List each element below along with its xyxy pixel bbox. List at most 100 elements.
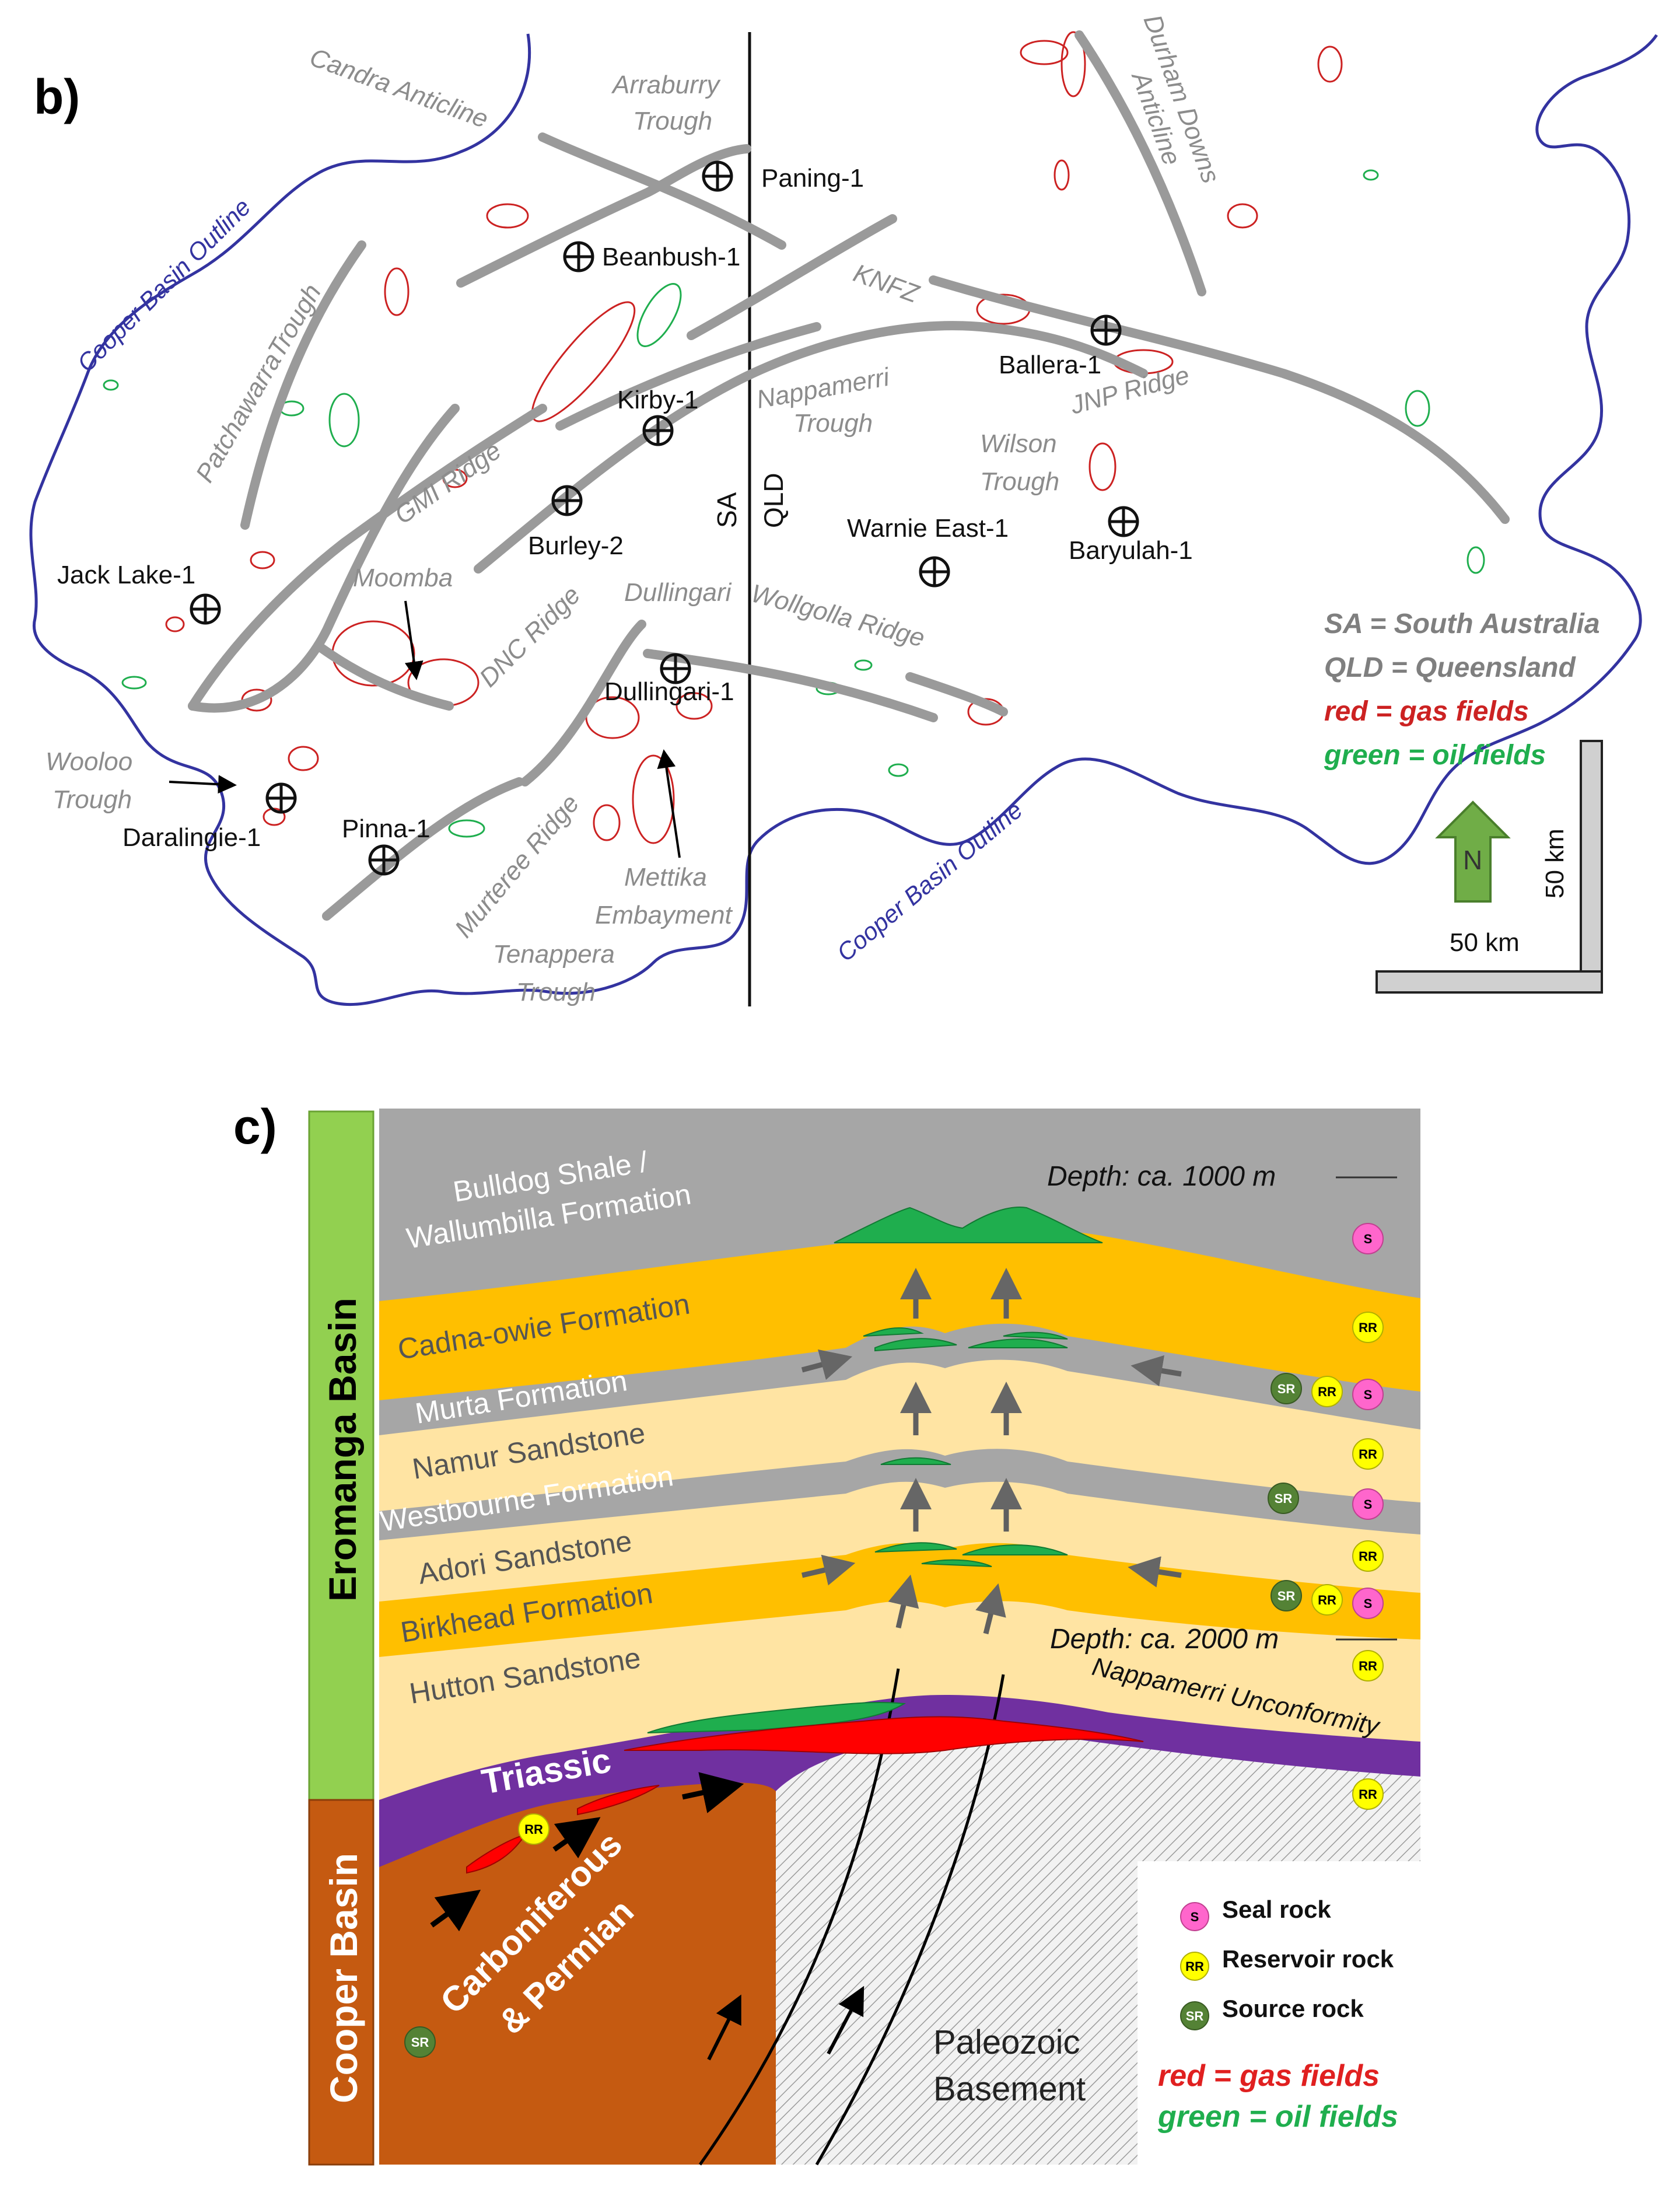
reservoir-badge: RR bbox=[518, 1813, 550, 1845]
structure-murteree: Murteree Ridge bbox=[449, 789, 584, 943]
cooper-migration-arrows bbox=[430, 1772, 744, 1932]
svg-text:RR: RR bbox=[1318, 1593, 1336, 1607]
well-label-beanbush: Beanbush-1 bbox=[602, 243, 740, 271]
svg-text:S: S bbox=[1364, 1232, 1373, 1246]
reservoir-badge: RR bbox=[1352, 1778, 1384, 1810]
source-badge: SR bbox=[1270, 1580, 1302, 1611]
structure-lines bbox=[188, 30, 1510, 921]
well-symbol bbox=[919, 556, 950, 588]
structure-wilson-1: Wilson bbox=[980, 429, 1057, 458]
depth-1000-label: Depth: ca. 1000 m bbox=[1047, 1161, 1276, 1192]
structure-wilson-2: Trough bbox=[980, 467, 1059, 496]
legend-source-badge: SR bbox=[1186, 2009, 1204, 2023]
well-symbol bbox=[660, 653, 691, 684]
legend-reservoir-icon bbox=[1180, 1952, 1209, 1981]
structure-nappamerri-1: Nappamerri bbox=[754, 362, 892, 414]
scale-vertical-label: 50 km bbox=[1541, 828, 1569, 899]
well-label-kirby: Kirby-1 bbox=[617, 386, 698, 414]
structure-gmi: GMI Ridge bbox=[390, 436, 506, 530]
svg-text:RR: RR bbox=[1359, 1549, 1377, 1564]
reservoir-badge: RR bbox=[1352, 1438, 1384, 1470]
scale-bar: 50 km 50 km bbox=[1376, 740, 1603, 994]
structure-arraburry-2: Trough bbox=[633, 107, 712, 135]
well-symbol bbox=[642, 415, 674, 446]
well-label-baryulah: Baryulah-1 bbox=[1069, 536, 1193, 565]
cooper-basin-bar bbox=[308, 1799, 374, 2166]
structure-wollgolla: Wollgolla Ridge bbox=[748, 579, 928, 652]
legend-qld: QLD = Queensland bbox=[1324, 652, 1576, 683]
formation-paleozoic-2: Basement bbox=[933, 2070, 1086, 2108]
structure-knfz: KNFZ bbox=[850, 258, 924, 309]
depth-2000-label: Depth: ca. 2000 m bbox=[1050, 1624, 1279, 1655]
structure-wooloo-1: Wooloo bbox=[46, 747, 132, 776]
reservoir-badge: RR bbox=[1352, 1540, 1384, 1572]
legend-oil: green = oil fields bbox=[1324, 740, 1546, 771]
structure-mettika-1: Mettika bbox=[624, 863, 707, 892]
state-sa: SA bbox=[712, 492, 742, 528]
well-symbol bbox=[563, 241, 594, 272]
well-symbol bbox=[1108, 506, 1139, 537]
legend-reservoir-label: Reservoir rock bbox=[1222, 1945, 1394, 1973]
svg-text:S: S bbox=[1364, 1387, 1373, 1402]
outline-label-west: Cooper Basin Outline bbox=[72, 193, 256, 377]
svg-text:RR: RR bbox=[1359, 1447, 1377, 1462]
well-label-ballera: Ballera-1 bbox=[999, 351, 1101, 379]
legend-gas-fields: red = gas fields bbox=[1158, 2059, 1380, 2093]
well-symbol bbox=[265, 782, 297, 814]
structure-tenappera-1: Tenappera bbox=[493, 940, 615, 969]
source-badge: SR bbox=[1270, 1373, 1302, 1404]
reservoir-badge: RR bbox=[1352, 1312, 1384, 1343]
panel-b-map: b) Cooper Basin Outline Cooper Basin Out… bbox=[29, 11, 1658, 1006]
svg-text:SR: SR bbox=[411, 2035, 429, 2050]
svg-text:RR: RR bbox=[524, 1822, 543, 1837]
svg-text:RR: RR bbox=[1359, 1787, 1377, 1802]
reservoir-badge: RR bbox=[1311, 1376, 1343, 1407]
structure-arraburry-1: Arraburry bbox=[611, 71, 721, 99]
svg-text:RR: RR bbox=[1318, 1385, 1336, 1399]
eromanga-basin-label: Eromanga Basin bbox=[321, 1298, 364, 1602]
legend-seal-badge: S bbox=[1191, 1910, 1199, 1924]
formation-paleozoic-1: Paleozoic bbox=[933, 2023, 1080, 2061]
well-symbol bbox=[1090, 314, 1122, 346]
state-qld: QLD bbox=[758, 473, 789, 528]
legend-seal-label: Seal rock bbox=[1222, 1896, 1331, 1923]
reservoir-badge: RR bbox=[1311, 1584, 1343, 1616]
oil-fields bbox=[103, 169, 1485, 838]
panel-c-section: c) Eromanga Basin Cooper Basin bbox=[233, 1099, 1420, 2166]
well-label-daralingie: Daralingie-1 bbox=[123, 823, 261, 852]
seal-badge: S bbox=[1352, 1588, 1384, 1619]
well-label-jacklake: Jack Lake-1 bbox=[57, 561, 195, 589]
structure-tenappera-2: Trough bbox=[516, 978, 596, 1006]
well-symbol bbox=[368, 844, 400, 876]
scale-horizontal-label: 50 km bbox=[1450, 928, 1520, 957]
eromanga-basin-bar bbox=[308, 1110, 374, 1801]
gas-accumulations bbox=[466, 1716, 1144, 1874]
structure-wooloo-2: Trough bbox=[52, 785, 132, 814]
well-label-warnie: Warnie East-1 bbox=[847, 514, 1009, 543]
legend-reservoir-badge: RR bbox=[1185, 1959, 1204, 1974]
seal-badge: S bbox=[1352, 1223, 1384, 1254]
svg-text:SR: SR bbox=[1278, 1382, 1296, 1396]
well-label-dullingari: Dullingari-1 bbox=[604, 677, 734, 706]
well-symbol bbox=[551, 485, 583, 516]
legend-gas: red = gas fields bbox=[1324, 696, 1529, 727]
source-badge: SR bbox=[1268, 1483, 1299, 1514]
legend-sa: SA = South Australia bbox=[1324, 609, 1600, 639]
panel-c-label: c) bbox=[233, 1099, 277, 1154]
layer-carboniferous-permian bbox=[379, 1782, 776, 2165]
north-label: N bbox=[1463, 845, 1482, 875]
well-label-burley: Burley-2 bbox=[528, 532, 624, 560]
map-arrows bbox=[169, 600, 681, 858]
svg-text:S: S bbox=[1364, 1596, 1373, 1611]
legend-source-icon bbox=[1180, 2001, 1209, 2030]
outline-label-south: Cooper Basin Outline bbox=[832, 796, 1028, 967]
well-symbol bbox=[190, 593, 221, 625]
cooper-basin-label: Cooper Basin bbox=[322, 1853, 365, 2103]
svg-text:S: S bbox=[1364, 1497, 1373, 1512]
well-markers bbox=[190, 160, 1139, 876]
legend-seal-icon bbox=[1180, 1902, 1209, 1931]
structure-dullingari: Dullingari bbox=[624, 578, 732, 607]
rock-badges: S RR SR RR S RR SR S RR SR RR S RR RR RR… bbox=[404, 1223, 1384, 2058]
seal-badge: S bbox=[1352, 1379, 1384, 1410]
